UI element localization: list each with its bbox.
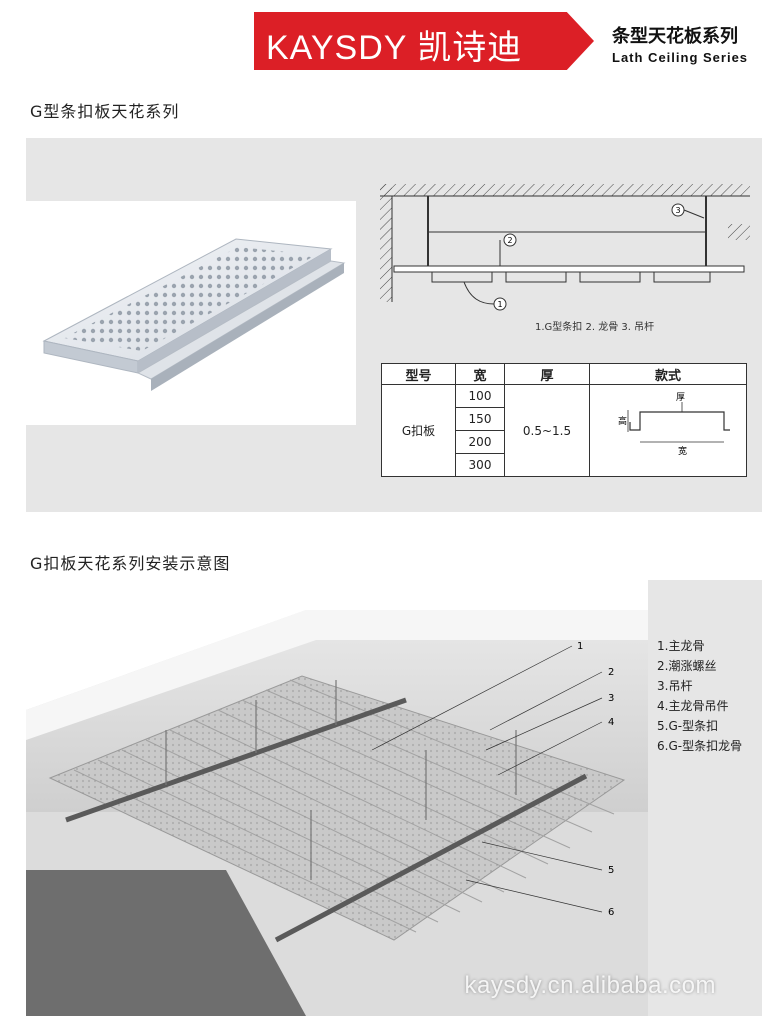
- width-cell: 200: [455, 430, 505, 454]
- callout-2: 2: [507, 236, 512, 245]
- profile-height-label: 高: [618, 415, 627, 427]
- col-header-style: 款式: [589, 363, 747, 385]
- width-cell: 100: [455, 384, 505, 408]
- install-callout-2: 2: [608, 667, 614, 678]
- col-header-thickness: 厚: [504, 363, 590, 385]
- install-callout-3: 3: [608, 693, 614, 704]
- install-legend: 1.主龙骨 2.潮涨螺丝 3.吊杆 4.主龙骨吊件 5.G-型条扣 6.G-型条…: [657, 636, 742, 756]
- section2-title: G扣板天花系列安装示意图: [30, 554, 231, 573]
- install-callout-1: 1: [577, 641, 583, 652]
- profile-thickness-label: 厚: [676, 392, 685, 403]
- installation-illustration: 1 2 3 4 5 6: [26, 580, 648, 1016]
- product-photo: [26, 201, 356, 425]
- width-cell: 150: [455, 407, 505, 431]
- install-callout-6: 6: [608, 907, 614, 918]
- spec-table: 型号 宽 厚 款式 G扣板 100 0.5~1.5 高 厚 宽 1: [381, 363, 747, 477]
- profile-cell: 高 厚 宽: [589, 384, 747, 477]
- watermark: kaysdy.cn.alibaba.com: [464, 972, 716, 999]
- install-legend-item: 5.G-型条扣: [657, 719, 719, 733]
- diagram-legend: 1.G型条扣 2. 龙骨 3. 吊杆: [535, 322, 655, 333]
- callout-1: 1: [497, 300, 502, 309]
- col-header-width: 宽: [455, 363, 505, 385]
- width-cell: 300: [455, 453, 505, 477]
- install-callout-5: 5: [608, 865, 614, 876]
- brand-logo: KAYSDY 凯诗迪: [266, 29, 523, 67]
- section1-title: G型条扣板天花系列: [30, 102, 180, 121]
- install-legend-panel: [648, 580, 762, 1016]
- install-legend-item: 2.潮涨螺丝: [657, 659, 717, 673]
- profile-width-label: 宽: [678, 445, 687, 457]
- install-legend-item: 4.主龙骨吊件: [657, 699, 729, 713]
- install-legend-item: 6.G-型条扣龙骨: [657, 739, 743, 753]
- series-title-en: Lath Ceiling Series: [612, 50, 749, 65]
- install-legend-item: 3.吊杆: [657, 679, 693, 693]
- install-legend-item: 1.主龙骨: [657, 639, 705, 653]
- series-title-cn: 条型天花板系列: [612, 26, 738, 47]
- profile-drawing: 高 厚 宽: [618, 392, 730, 457]
- section-diagram: 2 3 1: [380, 184, 750, 311]
- col-header-model: 型号: [381, 363, 456, 385]
- install-callout-4: 4: [608, 717, 614, 728]
- thickness-cell: 0.5~1.5: [504, 384, 590, 477]
- callout-3: 3: [675, 206, 680, 215]
- perforated-panel-image: [42, 238, 346, 391]
- model-cell: G扣板: [381, 384, 456, 477]
- brand-banner: [254, 12, 594, 70]
